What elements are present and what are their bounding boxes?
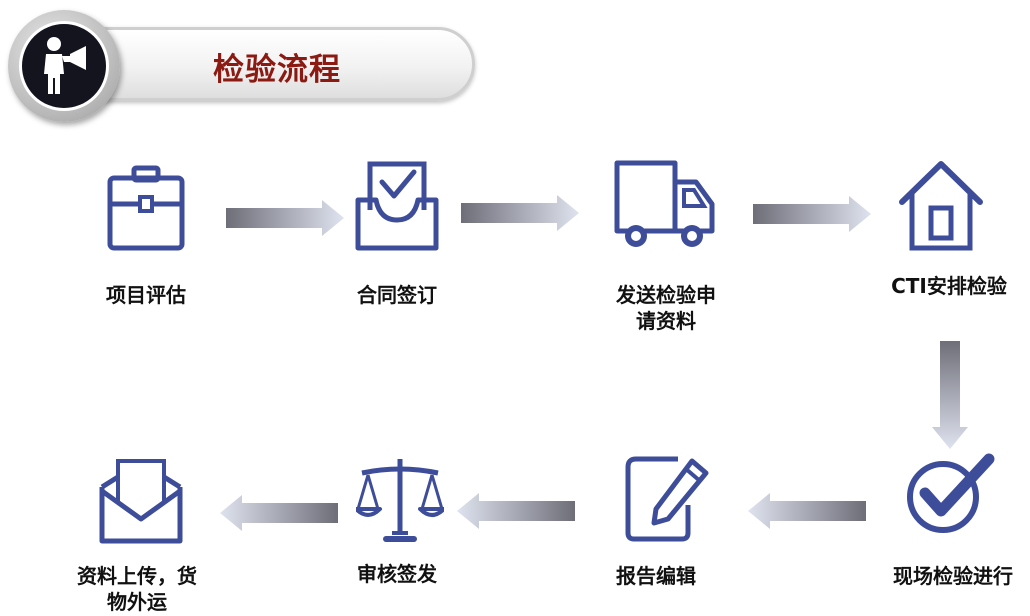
arrow-right-icon [753,196,871,232]
arrow-right-icon [226,200,344,236]
megaphone-speaker-icon [44,37,86,94]
arrow-left-icon [748,493,866,529]
step-label-3-line1: 发送检验申 [616,283,716,307]
page-title: 检验流程 [213,52,341,88]
check-circle-icon [907,453,995,533]
scales-icon [356,459,444,542]
step-label-3-line2: 请资料 [636,309,696,333]
presenter-badge-inner [19,21,109,111]
envelope-icon [99,459,183,544]
step-label-4: CTI安排检验 [891,274,1007,298]
briefcase-icon [107,165,185,251]
arrow-left-icon [457,493,575,529]
step-label-2: 合同签订 [357,283,437,307]
document-pen-icon [625,456,709,542]
truck-icon [614,160,715,247]
presenter-badge [8,10,120,122]
step-label-7: 审核签发 [357,562,437,586]
step-label-6: 报告编辑 [616,564,696,588]
arrow-right-icon [461,195,579,231]
house-icon [899,161,983,251]
step-label-8: 资料上传，货 物外运 [62,563,212,615]
step-label-1: 项目评估 [106,283,186,307]
step-label-3: 发送检验申 请资料 [606,282,726,334]
arrow-left-icon [220,495,338,531]
title-banner: 检验流程 [60,27,475,101]
inbox-check-icon [355,161,439,251]
step-label-8-line2: 物外运 [107,590,167,614]
step-label-8-line1: 资料上传，货 [77,564,197,588]
arrow-down-icon [932,341,968,449]
step-label-5: 现场检验进行 [893,564,1013,588]
